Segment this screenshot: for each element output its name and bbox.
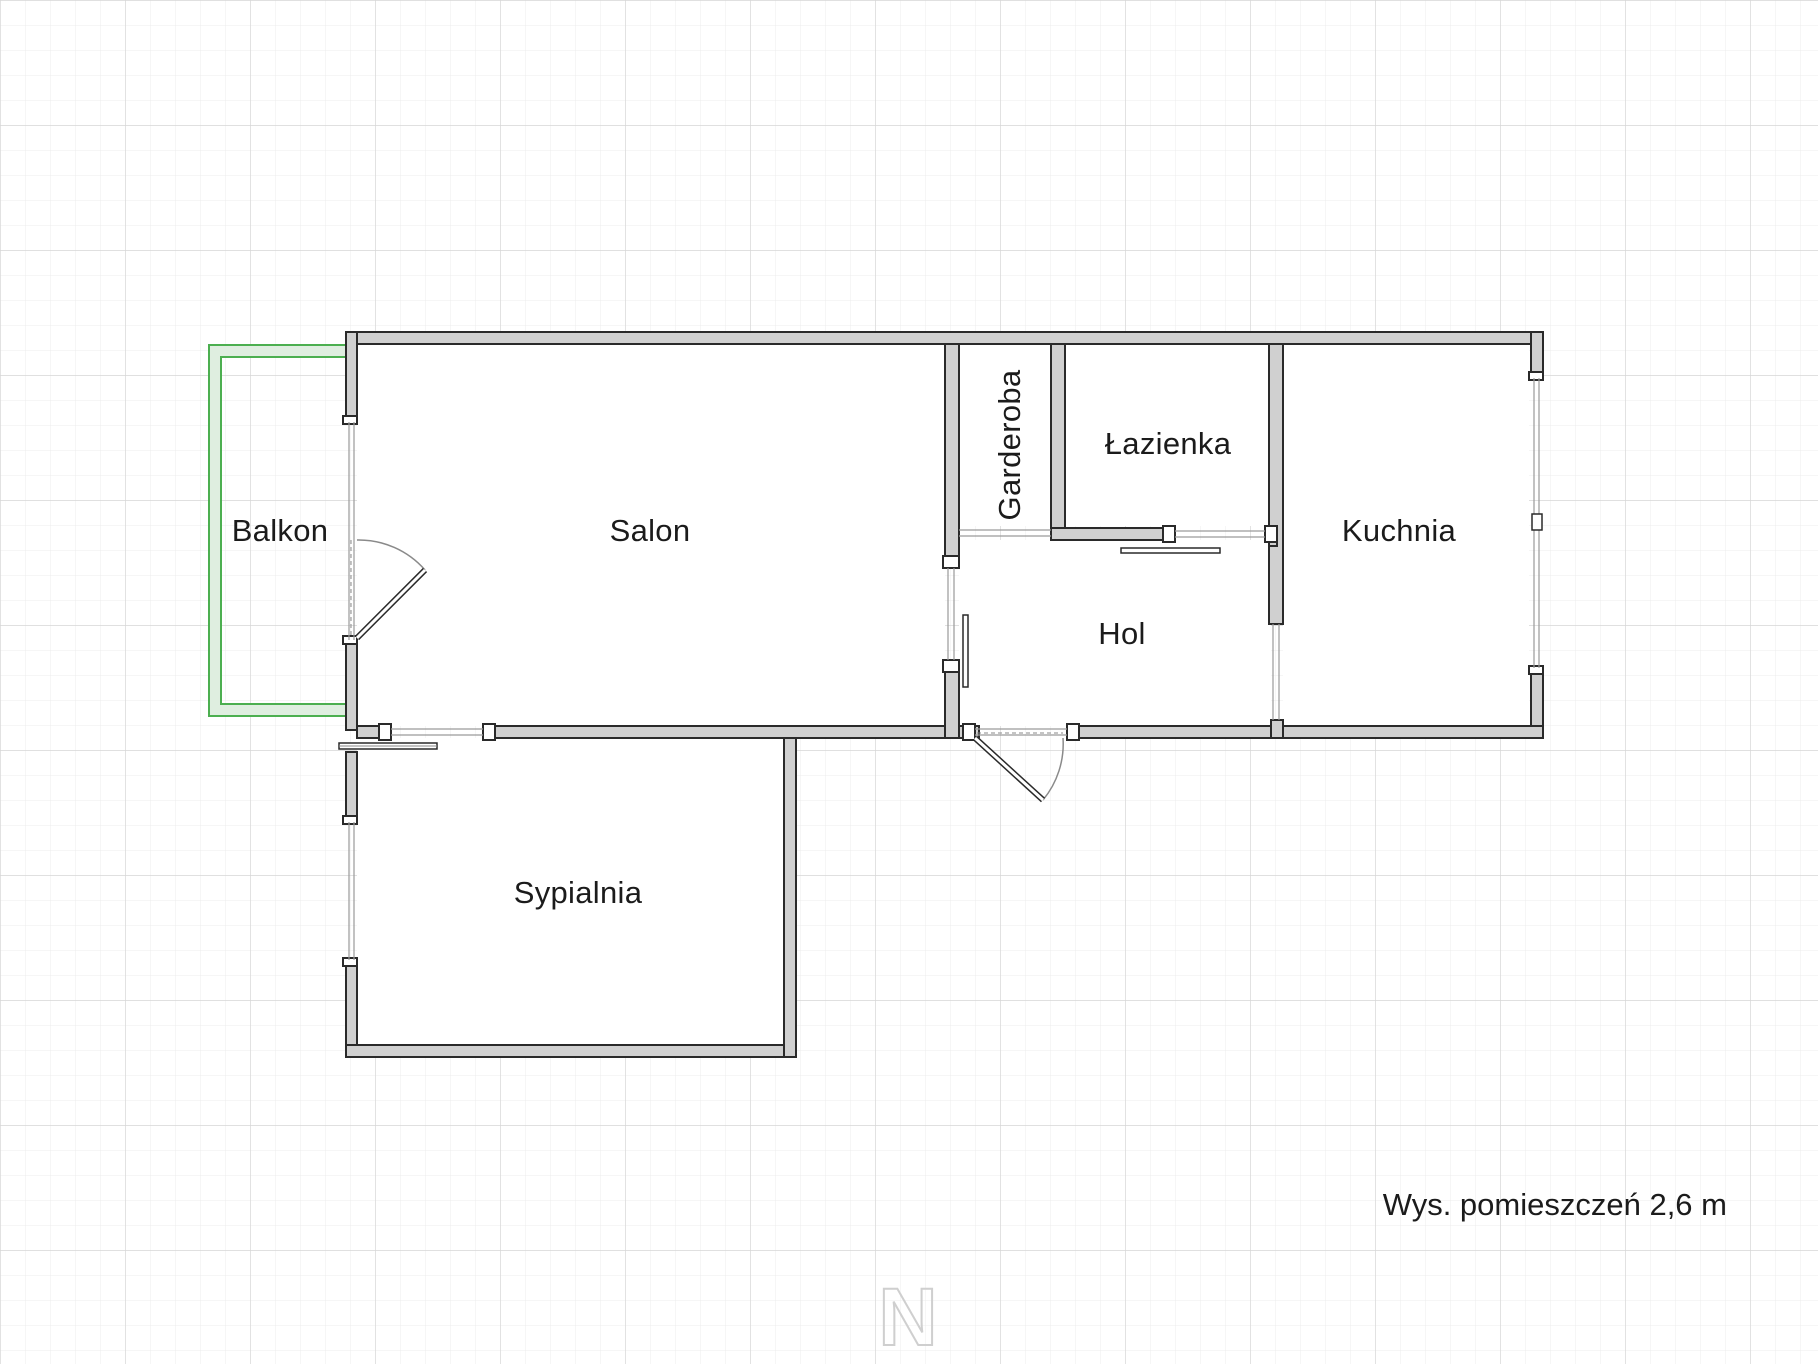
doors [338, 539, 1221, 803]
ceiling-height-note: Wys. pomieszczeń 2,6 m [1383, 1187, 1727, 1222]
room-label-lazienka: Łazienka [1105, 426, 1232, 461]
room-label-hol: Hol [1098, 616, 1145, 651]
room-label-garderoba: Garderoba [992, 369, 1027, 520]
room-label-salon: Salon [610, 513, 691, 548]
windows [348, 378, 1543, 960]
walls [345, 331, 1544, 1058]
room-label-kuchnia: Kuchnia [1342, 513, 1457, 548]
door-jambs [342, 371, 1544, 967]
room-label-sypialnia: Sypialnia [514, 875, 643, 910]
brand-logo: N [878, 1272, 937, 1363]
room-label-balkon: Balkon [232, 513, 329, 548]
room-floors [357, 344, 1529, 1045]
